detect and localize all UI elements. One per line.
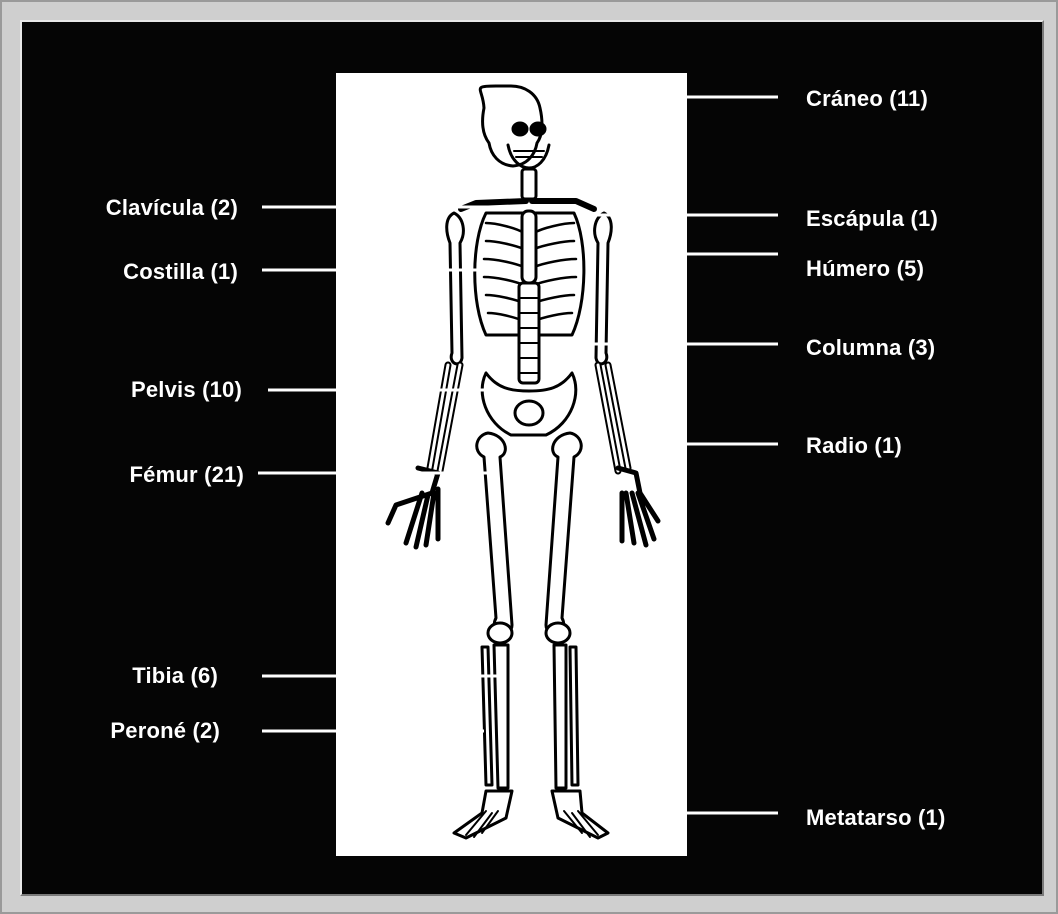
skeleton-illustration xyxy=(336,73,687,856)
label-perone: Peroné (2) xyxy=(110,718,220,744)
clavicle-right xyxy=(532,201,594,209)
neck-vertebrae xyxy=(522,169,536,199)
label-tibia: Tibia (6) xyxy=(132,663,218,689)
femur-left xyxy=(477,433,512,633)
tibia-left xyxy=(494,645,508,788)
label-humero: Húmero (5) xyxy=(806,256,924,282)
skull-eye-right xyxy=(531,123,545,135)
label-columna: Columna (3) xyxy=(806,335,935,361)
humerus-right xyxy=(595,213,612,364)
label-metatarso: Metatarso (1) xyxy=(806,805,946,831)
clavicle-left xyxy=(461,201,526,209)
label-costilla: Costilla (1) xyxy=(123,259,238,285)
sternum xyxy=(522,211,536,283)
hand-left xyxy=(388,468,438,547)
label-pelvis: Pelvis (10) xyxy=(131,377,242,403)
skull-eye-left xyxy=(513,123,527,135)
femur-right xyxy=(546,433,581,633)
label-radio: Radio (1) xyxy=(806,433,902,459)
tibia-right xyxy=(554,645,566,788)
label-femur: Fémur (21) xyxy=(130,462,244,488)
humerus-left xyxy=(447,213,464,364)
label-clavicula: Clavícula (2) xyxy=(106,195,238,221)
label-escapula: Escápula (1) xyxy=(806,206,938,232)
hand-right xyxy=(618,468,658,545)
kneecap-left xyxy=(488,623,512,643)
label-craneo: Cráneo (11) xyxy=(806,86,928,112)
kneecap-right xyxy=(546,623,570,643)
fibula-left xyxy=(482,647,492,785)
skeleton-figure xyxy=(336,73,687,856)
fibula-right xyxy=(570,647,578,785)
